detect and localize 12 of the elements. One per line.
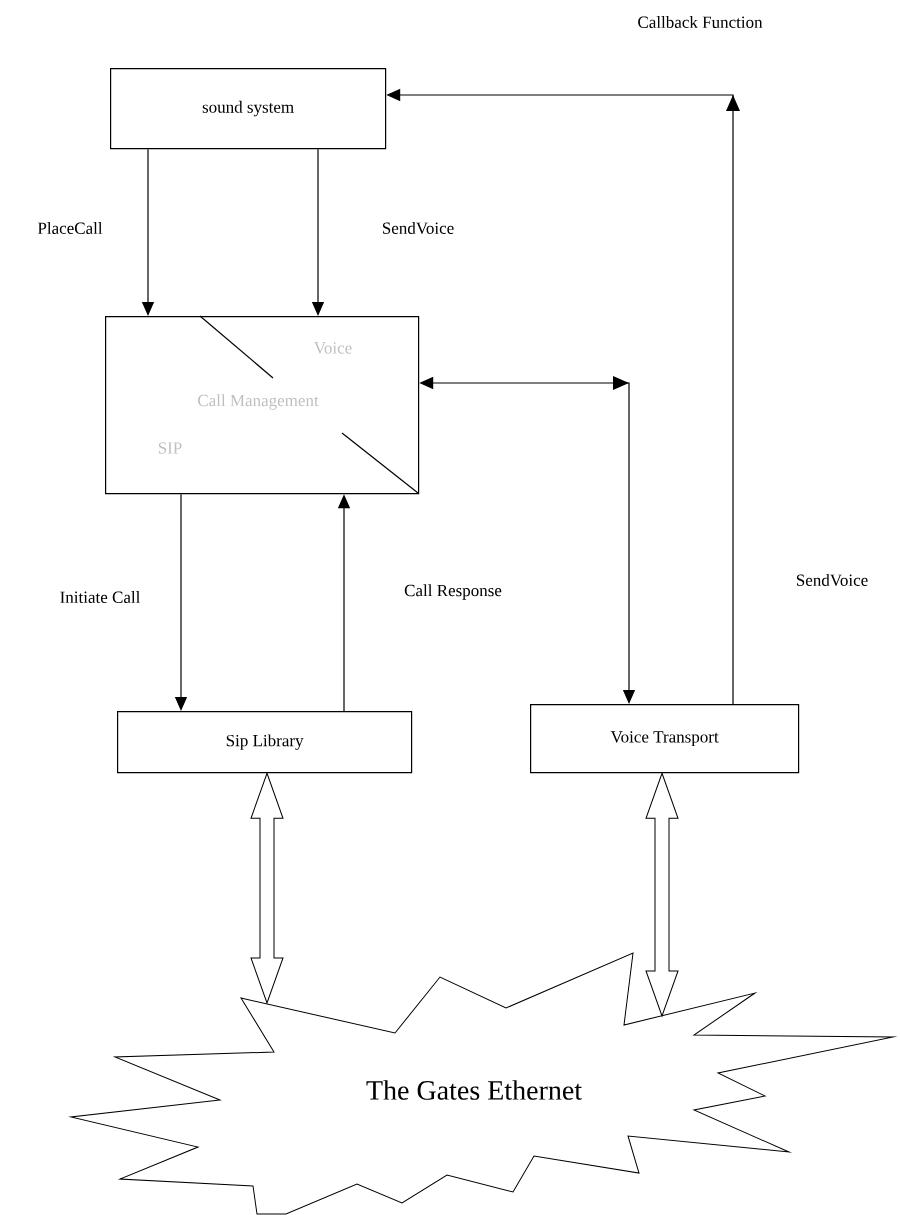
edge-label: Call Response	[404, 584, 502, 600]
edge-label: SendVoice	[382, 222, 454, 234]
process-box: sound system	[110, 68, 387, 150]
process-box: Sip Library	[117, 711, 413, 774]
process-box: Voice Transport	[530, 704, 800, 774]
module-box: Voice Call Management SIP	[105, 315, 420, 495]
edge-label: PlaceCall	[37, 222, 103, 234]
edge-label: Initiate Call	[60, 591, 141, 603]
double-arrow	[250, 772, 284, 1004]
edge-label: SendVoice	[796, 574, 868, 587]
note-label: Callback Function	[638, 16, 763, 28]
double-arrow	[645, 772, 679, 1017]
